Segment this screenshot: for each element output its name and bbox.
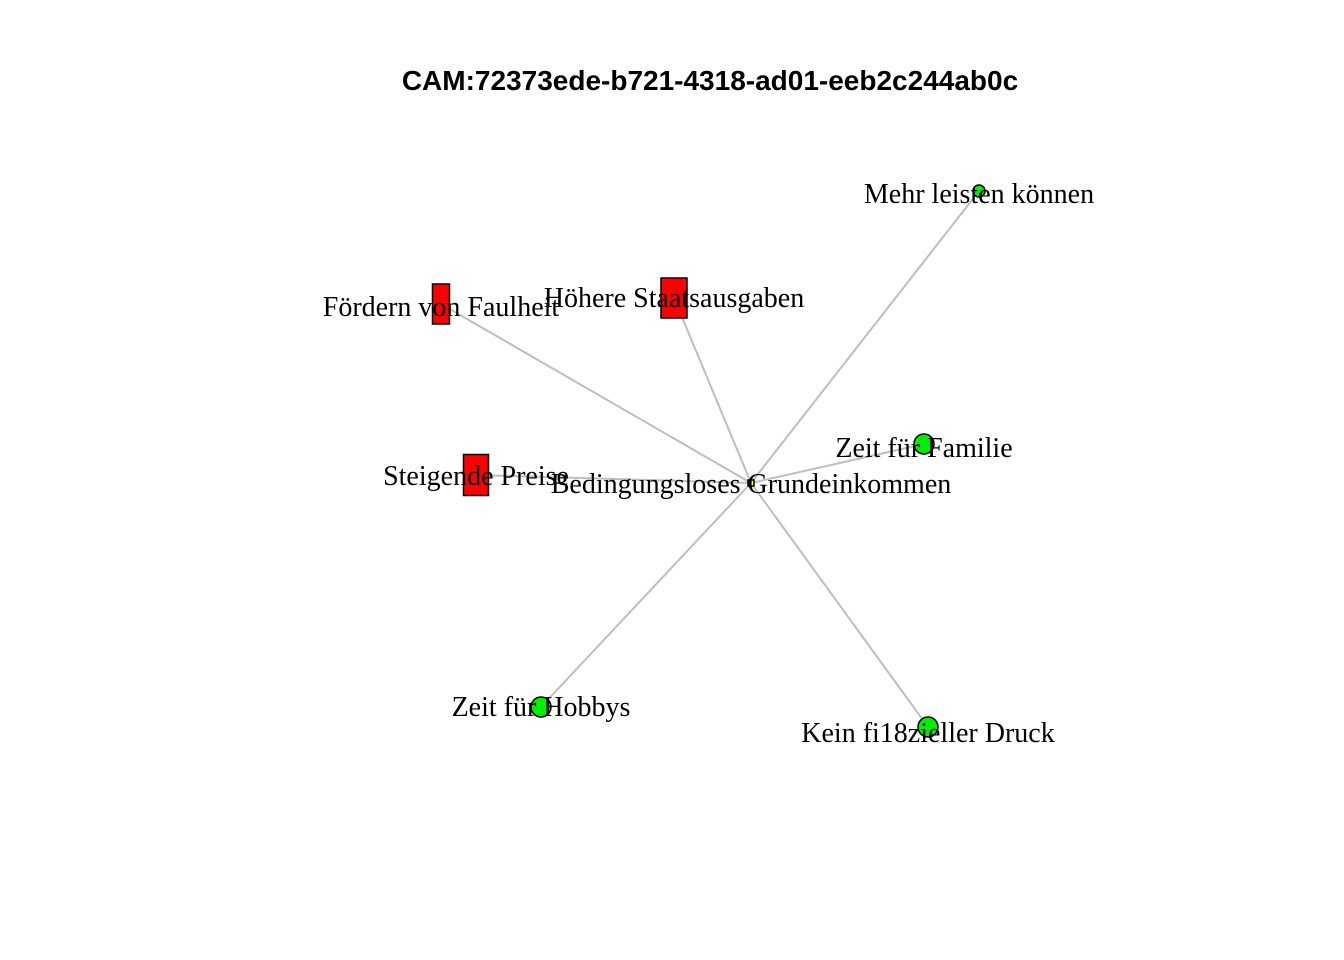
node-center [747, 479, 755, 487]
node-mehr [972, 184, 986, 198]
node-label-druck: Kein fi18zieller Druck [801, 718, 1054, 749]
edge-center-foerdern [440, 303, 752, 484]
edge-center-mehr [750, 190, 980, 484]
node-label-familie: Zeit für Familie [835, 433, 1012, 464]
node-preise [462, 453, 490, 497]
edge-center-preise [475, 474, 752, 484]
node-label-hobbys: Zeit für Hobbys [452, 692, 631, 723]
node-label-mehr: Mehr leisten können [864, 179, 1094, 210]
chart-title: CAM:72373ede-b721-4318-ad01-eeb2c244ab0c [402, 65, 1018, 96]
node-foerdern [431, 283, 451, 325]
node-familie [913, 433, 935, 455]
edge-center-familie [750, 443, 925, 484]
node-hobbys [530, 696, 552, 718]
edges-layer [440, 190, 980, 728]
node-label-center: Bedingungsloses Grundeinkommen [551, 469, 952, 500]
edge-center-hobbys [540, 482, 752, 708]
node-label-preise: Steigende Preise [383, 461, 569, 492]
labels-layer: Bedingungsloses Grundeinkommen Mehr leist… [323, 179, 1094, 749]
nodes-layer [431, 184, 986, 738]
node-label-hoehere: Höhere Staatsausgaben [544, 283, 804, 314]
node-druck [917, 716, 939, 738]
node-hoehere [660, 277, 688, 319]
edge-center-hoehere [673, 297, 752, 484]
node-label-foerdern: Fördern von Faulheit [323, 292, 560, 323]
edge-center-druck [750, 482, 929, 728]
